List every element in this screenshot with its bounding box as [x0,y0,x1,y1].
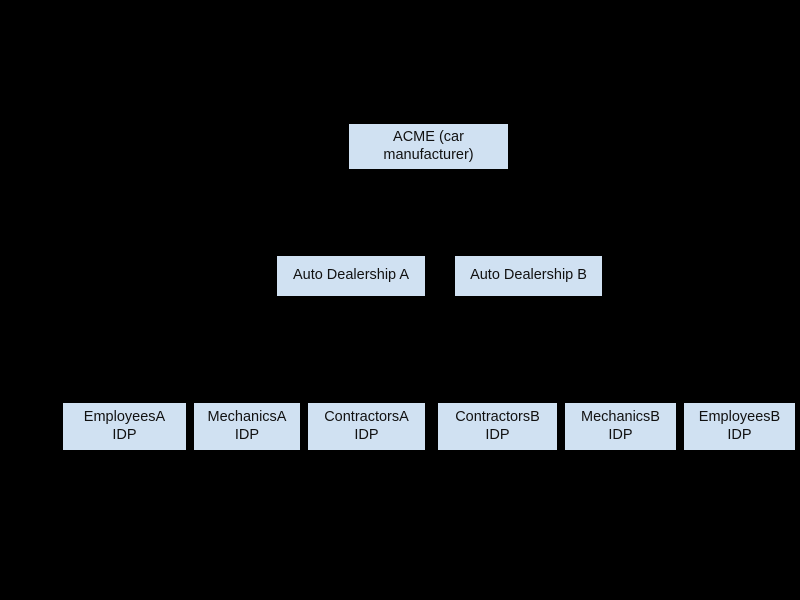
idp-node: MechanicsA IDP [194,403,300,450]
idp-node: MechanicsB IDP [565,403,676,450]
idp-node: EmployeesA IDP [63,403,186,450]
idp-node: EmployeesB IDP [684,403,795,450]
dealership-node: Auto Dealership B [455,256,602,296]
dealership-node: Auto Dealership A [277,256,425,296]
root-node: ACME (car manufacturer) [349,124,508,169]
idp-node: ContractorsB IDP [438,403,557,450]
idp-node: ContractorsA IDP [308,403,425,450]
